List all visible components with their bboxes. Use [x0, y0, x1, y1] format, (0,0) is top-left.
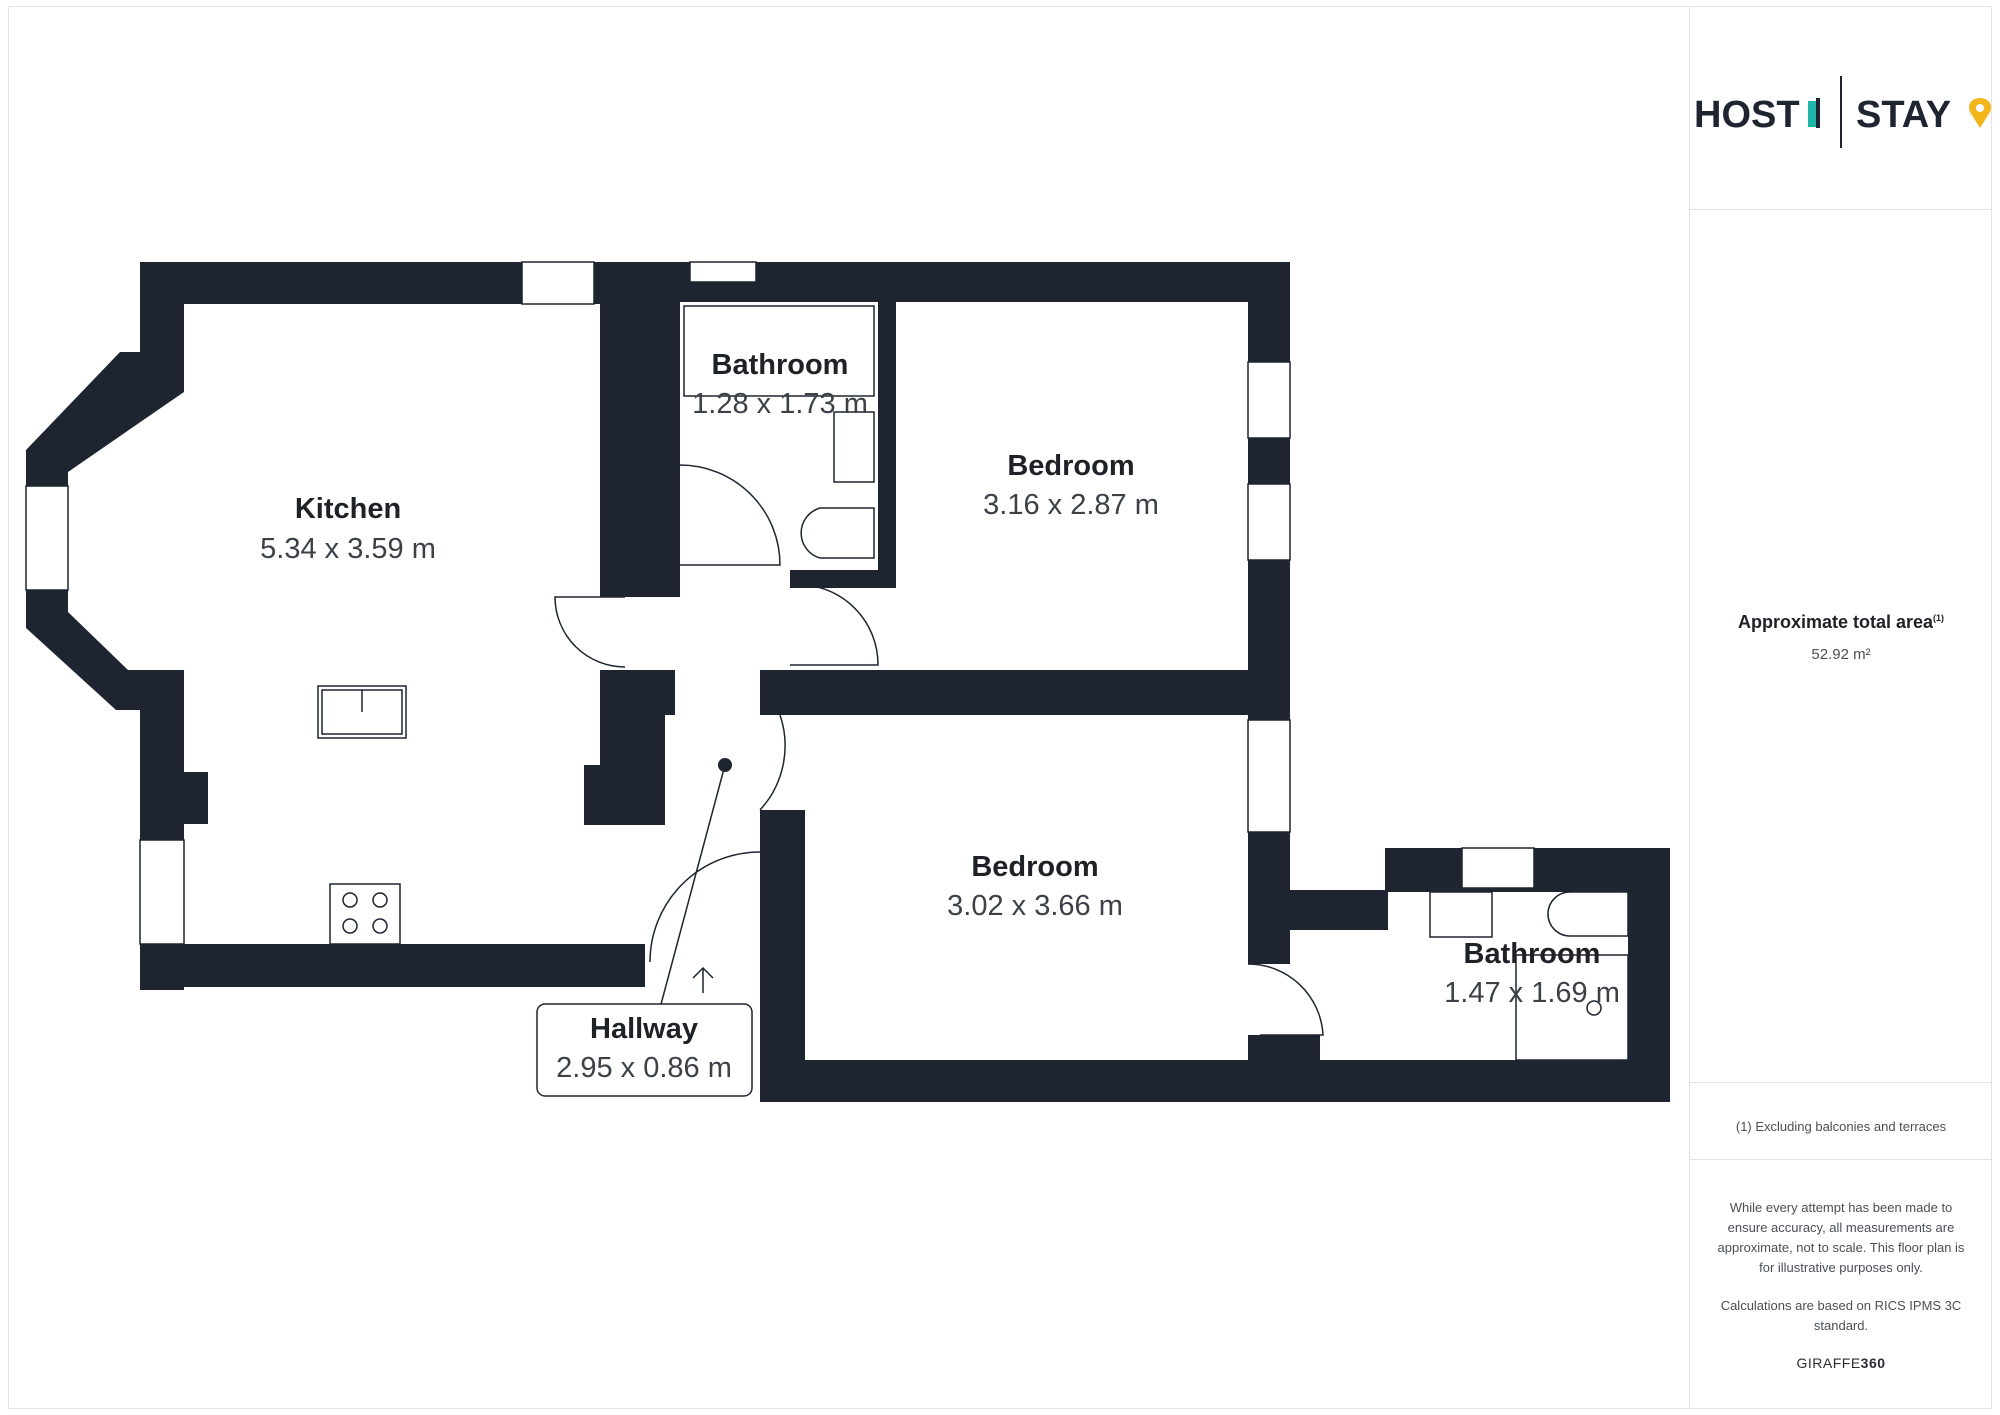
bathroom-right-dims: 1.47 x 1.69 m [1444, 977, 1620, 1009]
logo-divider [1840, 76, 1842, 148]
wall [878, 295, 896, 585]
bedroom-top-name: Bedroom [1007, 450, 1134, 482]
logo-stay-text: STAY [1856, 94, 1951, 136]
hob-burner [342, 892, 358, 908]
wall [1248, 1035, 1320, 1065]
windows [25, 261, 1535, 945]
door-swing [679, 464, 781, 566]
kitchen-sink [317, 685, 407, 739]
window [139, 839, 185, 945]
window [25, 485, 69, 591]
window [1247, 719, 1291, 833]
brand-prefix: GIRAFFE [1796, 1355, 1861, 1371]
sink [1429, 891, 1493, 938]
door-swing [554, 596, 626, 668]
footnote: (1) Excluding balconies and terraces [1735, 1119, 1947, 1134]
sink [833, 411, 875, 483]
logo-host-text: HOST [1694, 94, 1800, 136]
giraffe360-brand: GIRAFFE360 [1690, 1355, 1992, 1371]
hob-burner [372, 918, 388, 934]
floor-plan: Kitchen 5.34 x 3.59 m Bathroom 1.28 x 1.… [25, 261, 1670, 1102]
door-swing [789, 583, 879, 666]
wall [140, 944, 645, 987]
wall [1628, 848, 1670, 1102]
area-title: Approximate total area(1) [1690, 612, 1992, 633]
separator [1690, 209, 1992, 210]
door-swing [759, 714, 786, 811]
bathtub [683, 305, 875, 397]
window [1247, 361, 1291, 439]
map-pin-icon [1969, 98, 1991, 128]
hob-burner [342, 918, 358, 934]
page-frame [8, 6, 1992, 1409]
window [1461, 847, 1535, 889]
bedroom-bottom-name: Bedroom [971, 851, 1098, 883]
calculation-note: Calculations are based on RICS IPMS 3C s… [1720, 1298, 1962, 1333]
wall [184, 772, 208, 824]
wall [760, 810, 805, 1100]
wall [600, 262, 680, 597]
hob [329, 883, 401, 945]
wall [790, 570, 896, 588]
window [521, 261, 595, 305]
area-note-marker: (1) [1933, 613, 1945, 623]
wall [680, 262, 1290, 302]
bathroom-right-name: Bathroom [1464, 938, 1601, 970]
hallway-dims: 2.95 x 0.86 m [556, 1052, 732, 1084]
shower [1515, 954, 1629, 1061]
info-sidebar: HOST STAY Approximate total area(1) 52.9… [1689, 6, 1992, 1409]
doors [554, 464, 1324, 1036]
wall [1248, 890, 1388, 930]
wall [760, 670, 1290, 715]
wall [760, 1060, 1670, 1102]
door-icon [1808, 98, 1820, 128]
entrance-arrow-icon [692, 966, 714, 993]
host-stay-logo: HOST STAY [1690, 74, 1992, 154]
kitchen-dims: 5.34 x 3.59 m [260, 533, 436, 565]
hallway-name: Hallway [590, 1013, 698, 1045]
logo-graphic: HOST STAY [1694, 76, 1991, 148]
toilet [1547, 891, 1629, 937]
hob-burner [372, 892, 388, 908]
door-swing [1247, 963, 1324, 1036]
disclaimer: While every attempt has been made to ens… [1717, 1200, 1965, 1275]
window [1247, 483, 1291, 561]
separator [1690, 1159, 1992, 1160]
bedroom-top-dims: 3.16 x 2.87 m [983, 489, 1159, 521]
bathroom-top-name: Bathroom [712, 349, 849, 381]
door-swing [649, 851, 761, 963]
area-label: Approximate total area [1737, 612, 1934, 632]
brand-suffix: 360 [1860, 1355, 1886, 1371]
hallway-label-box [536, 1003, 753, 1097]
wall [26, 352, 184, 482]
toilet [800, 507, 875, 559]
drain [1586, 1000, 1602, 1016]
wall [584, 765, 620, 825]
bedroom-bottom-dims: 3.02 x 3.66 m [947, 890, 1123, 922]
hallway-leader [659, 764, 726, 1009]
kitchen-name: Kitchen [295, 493, 401, 525]
window [689, 261, 757, 283]
separator [1690, 1082, 1992, 1083]
fixtures [317, 305, 1629, 1061]
area-value: 52.92 m² [1811, 646, 1871, 663]
bathroom-top-dims: 1.28 x 1.73 m [692, 388, 868, 420]
